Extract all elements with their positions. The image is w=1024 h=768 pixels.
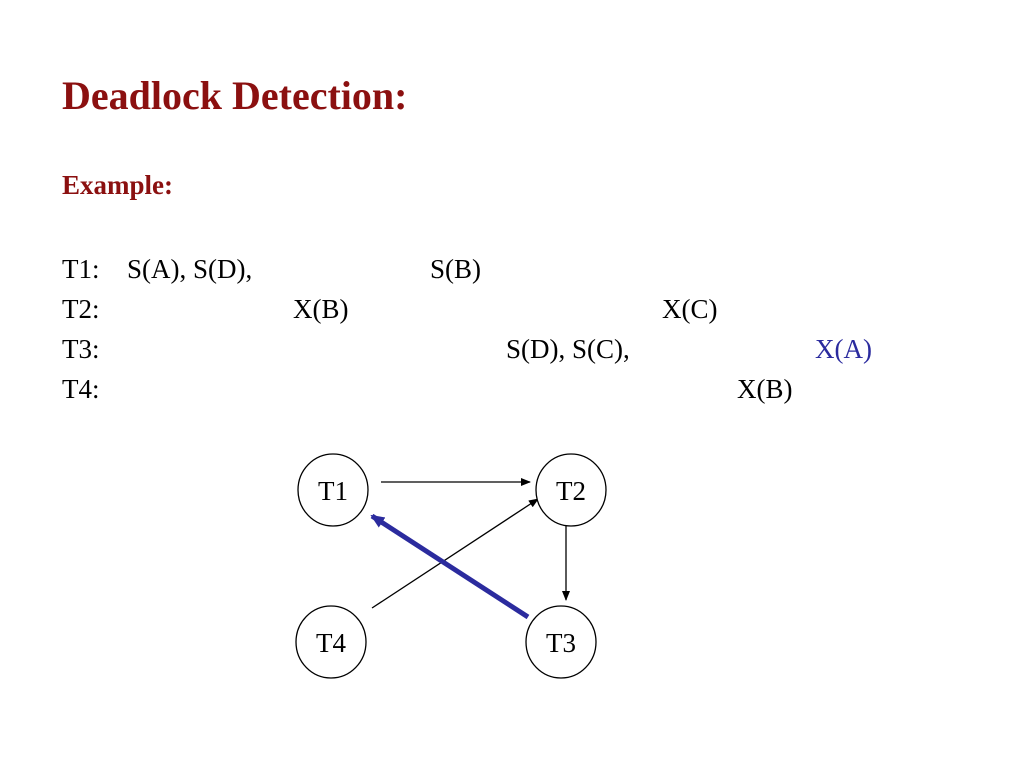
edge-t3-to-t1-highlighted bbox=[370, 513, 530, 620]
slide-title: Deadlock Detection: bbox=[62, 73, 408, 118]
schedule-op: S(B) bbox=[430, 254, 482, 284]
schedule-op: X(C) bbox=[662, 294, 718, 324]
node-t4: T4 bbox=[295, 605, 367, 679]
node-t3: T3 bbox=[525, 605, 597, 679]
edge-t4-to-t2 bbox=[371, 498, 539, 609]
schedule-op: S(D), S(C), bbox=[506, 334, 630, 364]
schedule-label-t3: T3: bbox=[62, 334, 100, 364]
node-t2: T2 bbox=[535, 453, 607, 527]
schedule-op: X(B) bbox=[293, 294, 349, 324]
node-label: T2 bbox=[556, 476, 586, 506]
node-label: T4 bbox=[316, 628, 346, 658]
schedule-label-t1: T1: bbox=[62, 254, 100, 284]
schedule-op-highlighted: X(A) bbox=[815, 334, 872, 364]
schedule-label-t2: T2: bbox=[62, 294, 100, 324]
schedule-op: S(A), S(D), bbox=[127, 254, 253, 284]
example-heading: Example: bbox=[62, 170, 173, 200]
schedule-op: X(B) bbox=[737, 374, 793, 404]
node-t1: T1 bbox=[297, 453, 369, 527]
node-label: T3 bbox=[546, 628, 576, 658]
schedule-label-t4: T4: bbox=[62, 374, 100, 404]
node-label: T1 bbox=[318, 476, 348, 506]
